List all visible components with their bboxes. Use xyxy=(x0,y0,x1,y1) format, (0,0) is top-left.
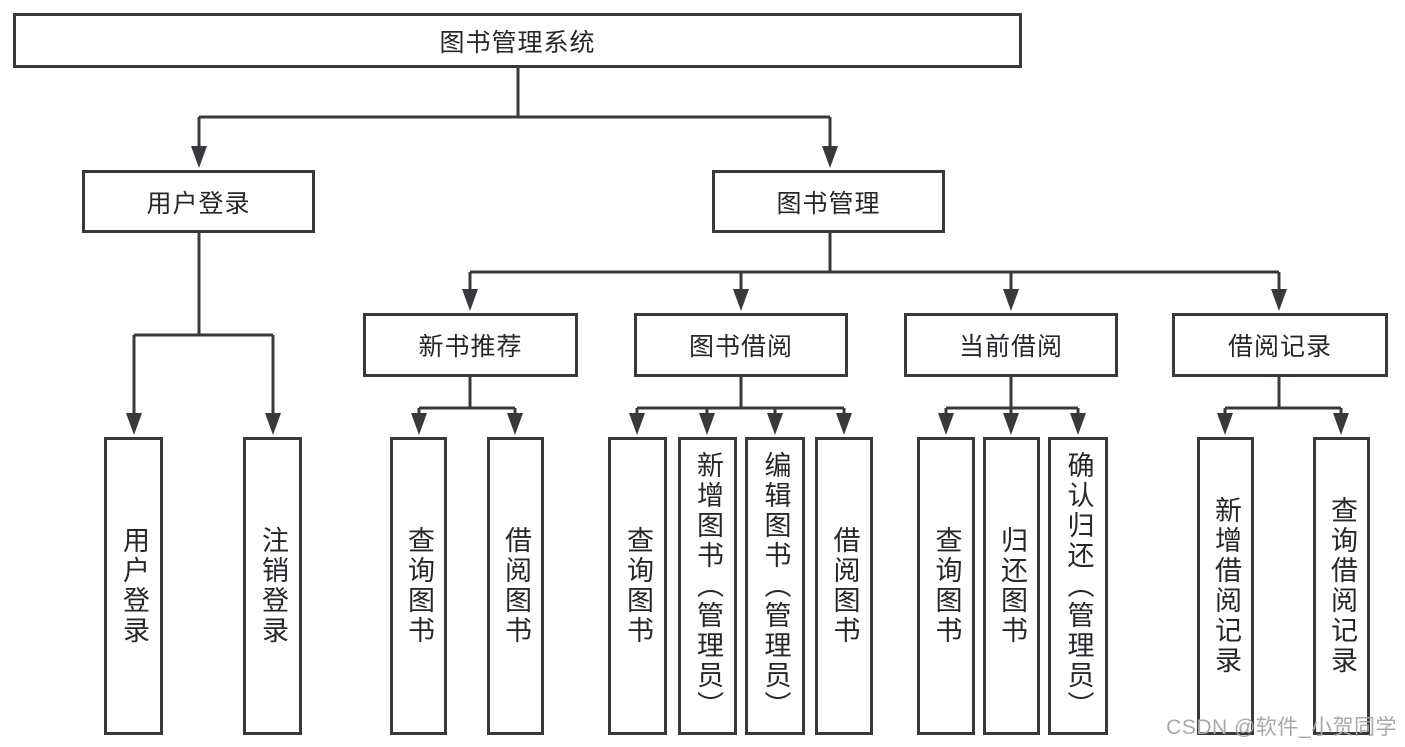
leaf-logout-label: 注销登录 xyxy=(258,526,288,646)
leaf-query-books-current-label: 查询图书 xyxy=(931,526,962,646)
leaf-query-books-recommend-label: 查询图书 xyxy=(404,526,434,646)
node-borrow-records: 借阅记录 xyxy=(1172,313,1388,377)
leaf-logout: 注销登录 xyxy=(243,437,302,735)
leaf-borrow-books-label: 借阅图书 xyxy=(829,526,860,646)
leaf-confirm-return-admin-label: 确认归还（管理员） xyxy=(1063,451,1094,721)
node-user-login: 用户登录 xyxy=(82,170,315,233)
leaf-return-book: 归还图书 xyxy=(983,437,1040,735)
leaf-user-login: 用户登录 xyxy=(104,437,163,735)
leaf-confirm-return-admin: 确认归还（管理员） xyxy=(1048,437,1108,735)
node-new-book-recommend: 新书推荐 xyxy=(363,313,578,377)
leaf-add-book-admin-label: 新增图书（管理员） xyxy=(693,451,723,721)
leaf-edit-book-admin: 编辑图书（管理员） xyxy=(745,437,805,735)
leaf-borrow-books: 借阅图书 xyxy=(815,437,873,735)
leaf-add-borrow-record: 新增借阅记录 xyxy=(1197,437,1254,735)
leaf-query-borrow-record-label: 查询借阅记录 xyxy=(1327,496,1357,676)
leaf-borrow-books-recommend-label: 借阅图书 xyxy=(501,526,531,646)
leaf-add-book-admin: 新增图书（管理员） xyxy=(678,437,737,735)
leaf-query-books-recommend: 查询图书 xyxy=(390,437,447,735)
node-book-borrow: 图书借阅 xyxy=(634,313,848,377)
node-book-management: 图书管理 xyxy=(712,170,945,233)
leaf-edit-book-admin-label: 编辑图书（管理员） xyxy=(760,451,791,721)
node-library-management-system: 图书管理系统 xyxy=(13,13,1022,68)
leaf-query-books-borrow: 查询图书 xyxy=(608,437,667,735)
leaf-query-books-borrow-label: 查询图书 xyxy=(623,526,653,646)
leaf-return-book-label: 归还图书 xyxy=(997,526,1027,646)
leaf-user-login-label: 用户登录 xyxy=(119,526,149,646)
watermark: CSDN @软件_小贺同学 xyxy=(1166,716,1397,739)
leaf-query-books-current: 查询图书 xyxy=(917,437,975,735)
node-current-borrow: 当前借阅 xyxy=(904,313,1118,377)
leaf-borrow-books-recommend: 借阅图书 xyxy=(487,437,544,735)
leaf-add-borrow-record-label: 新增借阅记录 xyxy=(1211,496,1241,676)
leaf-query-borrow-record: 查询借阅记录 xyxy=(1313,437,1370,735)
